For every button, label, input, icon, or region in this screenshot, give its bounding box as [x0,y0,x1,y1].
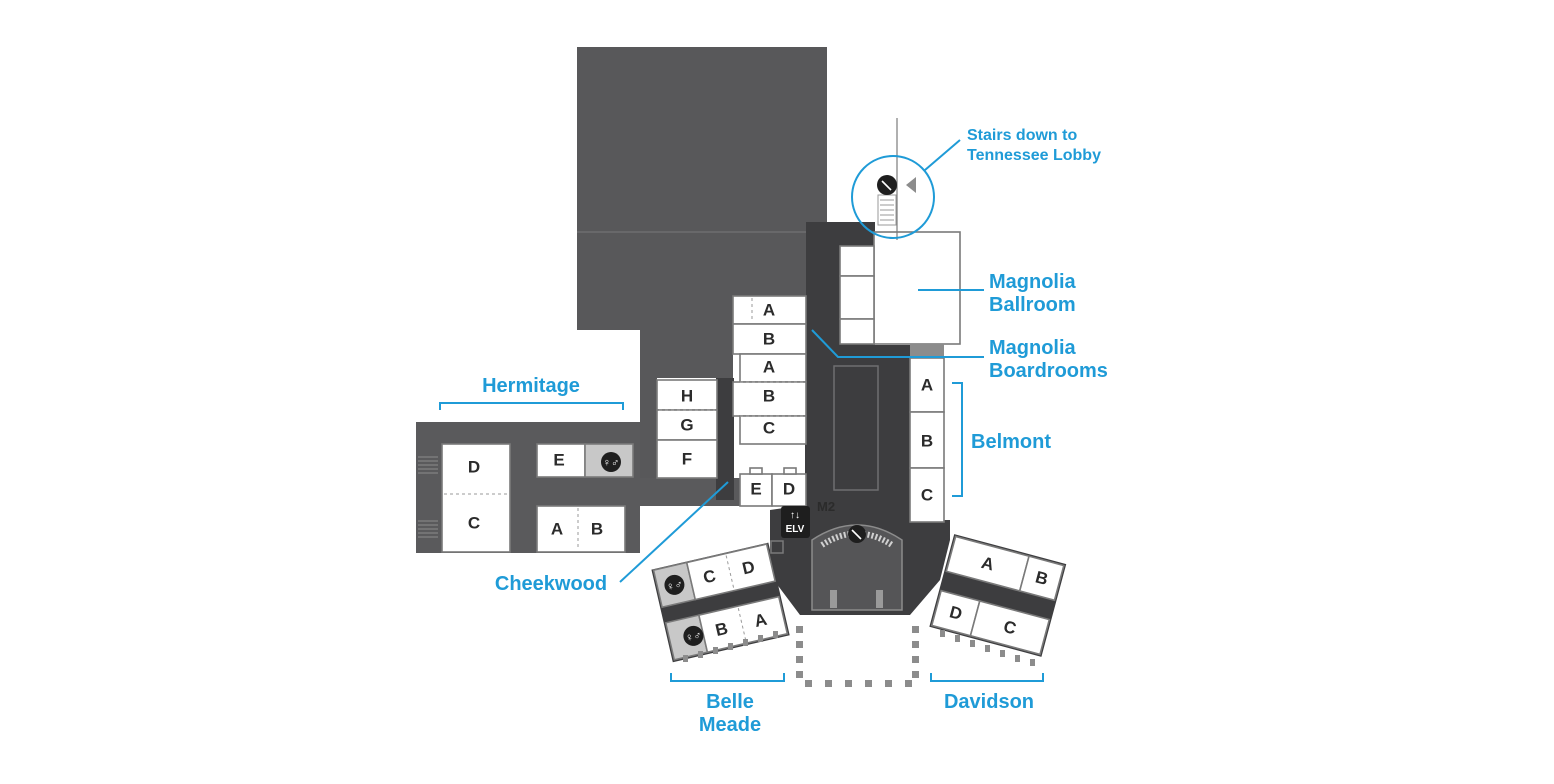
magnolia-ballroom-label-2: Ballroom [989,294,1076,316]
hermitage-e: E [553,450,564,469]
belmont-c: C [921,485,933,504]
hermitage-stair-icon [418,456,438,538]
davidson-a: A [979,553,996,575]
belmont-a: A [921,375,933,394]
boardroom-a-lower: A [763,357,775,376]
stairs-down-callout [851,118,961,240]
davidson-wing: A B D C [929,534,1067,657]
magnolia-boardrooms: A B A B C [732,295,807,445]
svg-text:↑↓: ↑↓ [790,510,800,521]
stairs-callout-line2: Tennessee Lobby [967,147,1101,164]
belmont-rooms: A B C [909,357,945,523]
belmont-b: B [921,431,933,450]
restroom-icon [683,625,704,646]
hermitage-label: Hermitage [482,375,580,397]
magnolia-ballroom [873,231,961,345]
cheekwood-d: D [783,479,795,498]
hermitage-a: A [551,519,563,538]
davidson-b: B [1033,567,1050,589]
belle-meade-d: D [740,557,756,578]
stairs-callout-line1: Stairs down to [967,127,1077,144]
boardroom-c: C [763,418,775,437]
cheekwood-label: Cheekwood [495,573,607,595]
hermitage-b: B [591,519,603,538]
boardroom-b-upper: B [763,329,775,348]
davidson-label: Davidson [944,691,1034,713]
boardroom-b-lower: B [763,386,775,405]
terrace-outline [683,626,1035,687]
belmont-label: Belmont [971,431,1051,453]
svg-text:♀♂: ♀♂ [603,457,620,469]
cheekwood-corridor [716,378,734,500]
elevator-icon: ↑↓ ELV [781,506,810,538]
cheekwood-h: H [681,386,693,405]
hermitage-rooms: D C E A B ♀♂ [441,443,634,553]
belle-meade-c: C [701,566,717,587]
svg-text:ELV: ELV [786,524,805,535]
cheekwood-e: E [750,479,761,498]
main-building-block [577,47,827,478]
cheekwood-rooms: H G F E D [656,379,807,507]
corridor-planter [833,365,879,491]
arrow-down-icon [906,177,916,193]
belle-meade-a: A [753,610,769,631]
escalator-icon [811,524,903,611]
belle-meade-label-1: Belle [706,691,754,713]
hermitage-d: D [468,457,480,476]
restroom-icon: ♀♂ [601,452,621,472]
magnolia-boardrooms-label-1: Magnolia [989,337,1077,359]
svg-text:♀♂: ♀♂ [665,578,684,593]
cheekwood-g: G [680,415,693,434]
hermitage-c: C [468,513,480,532]
magnolia-boardrooms-label-2: Boardrooms [989,360,1108,382]
belle-meade-label-2: Meade [699,714,761,736]
belle-meade-wing: ♀♂ ♀♂ C D B A [651,542,790,663]
boardroom-a-upper: A [763,300,775,319]
svg-text:♀♂: ♀♂ [684,629,703,644]
davidson-c: C [1001,617,1018,639]
davidson-d: D [947,602,964,624]
restroom-icon [664,574,685,595]
floor-label: M2 [817,499,835,514]
cheekwood-f: F [682,449,692,468]
magnolia-ballroom-label-1: Magnolia [989,271,1077,293]
belle-meade-b: B [714,619,730,640]
